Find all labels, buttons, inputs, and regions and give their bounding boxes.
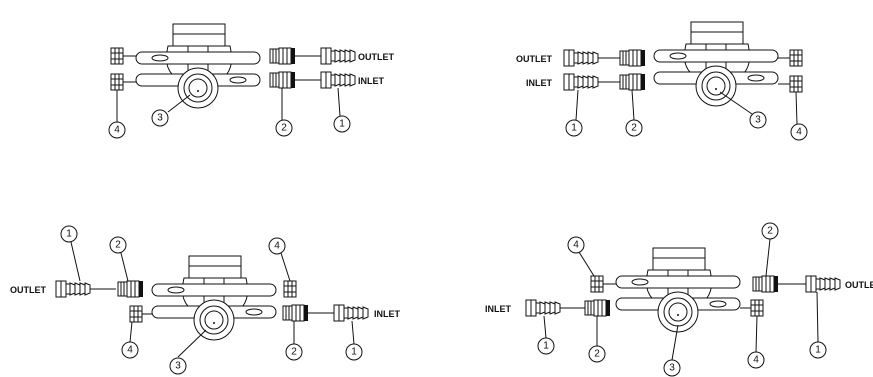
inlet-label: INLET: [485, 304, 512, 314]
barb-1-outlet: [805, 275, 841, 293]
plug-4-top: [110, 47, 124, 65]
plug-4-bottom: [129, 305, 143, 323]
adapter-2-top: [269, 47, 296, 65]
diagram-4: OUTLE INLET 4 2 1 2 3 4 1: [485, 222, 873, 377]
filter-head: [151, 255, 277, 341]
callout-2-top-text: 2: [115, 240, 121, 251]
inlet-label: INLET: [358, 76, 385, 86]
plug-4-bottom: [750, 299, 764, 317]
outlet-label: OUTLET: [358, 52, 394, 62]
callout-2-text: 2: [631, 123, 637, 134]
plug-4-bottom: [789, 75, 803, 93]
outlet-label: OUTLET: [10, 285, 46, 295]
callout-2-top-text: 2: [767, 226, 773, 237]
barb-1-outlet: [55, 280, 91, 298]
callout-4-text: 4: [114, 125, 120, 136]
callout-1-top-text: 1: [66, 229, 72, 240]
callout-2-text: 2: [281, 123, 287, 134]
plug-4-top: [789, 49, 803, 67]
adapter-2-right: [282, 304, 309, 322]
callout-4-text: 4: [796, 127, 802, 138]
adapter-2-top: [619, 49, 646, 67]
diagram-2: OUTLET INLET 1 2 3 4: [516, 21, 808, 141]
plug-4-bottom: [110, 73, 124, 91]
barb-1-outlet: [320, 47, 356, 65]
adapter-2-top: [752, 275, 779, 293]
adapter-2-bottom: [269, 71, 296, 89]
callout-3-text: 3: [669, 363, 675, 374]
barb-1-inlet: [333, 304, 369, 322]
callout-1-bottom-text: 1: [351, 347, 357, 358]
barb-1-inlet: [563, 73, 599, 91]
callout-3-text: 3: [755, 115, 761, 126]
outlet-label: OUTLET: [516, 54, 552, 64]
adapter-2-left: [117, 280, 144, 298]
diagram-3: OUTLET INLET 1 2 4 4 3 2 1: [10, 225, 401, 375]
callout-3-text: 3: [157, 113, 163, 124]
callout-1-text: 1: [571, 123, 577, 134]
plug-4-top: [590, 275, 604, 293]
adapter-2-bottom: [619, 73, 646, 91]
filter-head: [135, 23, 261, 109]
callout-4-top-text: 4: [573, 240, 579, 251]
outlet-label: OUTLE: [845, 280, 873, 290]
callout-2-bottom-text: 2: [291, 347, 297, 358]
filter-head: [653, 21, 779, 107]
adapter-2-bottom: [584, 299, 611, 317]
inlet-label: INLET: [374, 309, 401, 319]
filter-head: [615, 247, 741, 333]
callout-3-text: 3: [175, 361, 181, 372]
callout-1-text: 1: [339, 119, 345, 130]
barb-1-outlet: [563, 49, 599, 67]
callout-2-bottom-text: 2: [594, 349, 600, 360]
diagram-1: OUTLET INLET 4 2 1 3: [108, 23, 394, 139]
inlet-label: INLET: [526, 78, 553, 88]
callout-4-bottom-text: 4: [127, 345, 133, 356]
plug-4-top: [283, 280, 297, 298]
callout-4-top-text: 4: [274, 241, 280, 252]
barb-1-inlet: [525, 299, 561, 317]
callout-1-top-text: 1: [815, 345, 821, 356]
barb-1-inlet: [320, 71, 356, 89]
callout-1-bottom-text: 1: [543, 341, 549, 352]
callout-4-bottom-text: 4: [753, 355, 759, 366]
